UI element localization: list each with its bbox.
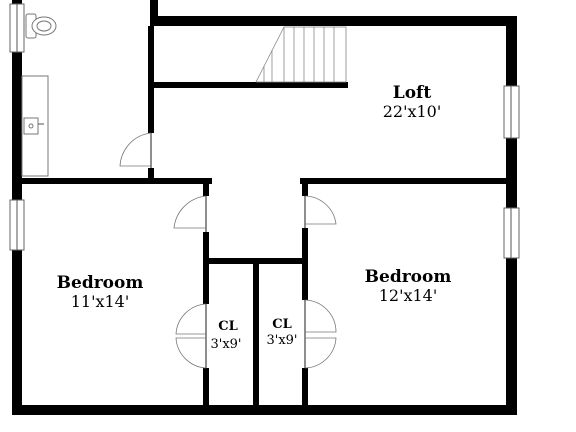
toilet-icon — [25, 13, 57, 39]
middle-wall-right — [300, 178, 506, 184]
bedroom-left-name: Bedroom — [57, 273, 144, 293]
doors — [119, 132, 337, 369]
door-bath[interactable] — [119, 132, 152, 168]
bedroom-left-size: 11'x14' — [71, 292, 130, 311]
door-closet-left[interactable] — [175, 303, 207, 369]
window-bath-left — [9, 3, 25, 53]
loft-name: Loft — [393, 83, 432, 103]
bedroom-left-wall-top — [203, 184, 209, 196]
closet-right-size: 3'x9' — [266, 333, 297, 348]
loft-left-wall-upper — [148, 26, 154, 133]
interior-walls — [22, 26, 506, 408]
stair-wall — [154, 82, 348, 88]
closet-left-size: 3'x9' — [210, 337, 241, 352]
closet-divider-wall — [253, 258, 259, 408]
middle-wall-left — [22, 178, 212, 184]
bedroom-right-size: 12'x14' — [379, 286, 438, 305]
staircase — [255, 26, 347, 83]
bedroom-right-name: Bedroom — [365, 267, 452, 287]
bathroom-fixtures — [21, 13, 57, 177]
top-exterior-wall — [150, 16, 517, 26]
bedroom-right-wall-bottom — [302, 368, 308, 408]
loft-size: 22'x10' — [383, 102, 442, 121]
door-closet-right[interactable] — [304, 299, 337, 369]
window-bedroom-right — [503, 207, 520, 259]
bedroom-left-wall-bottom — [203, 368, 209, 408]
window-bedroom-left — [9, 199, 25, 251]
closet-left-name: CL — [218, 319, 238, 334]
window-loft-right — [503, 85, 520, 139]
bedroom-right-wall-top — [302, 184, 308, 196]
exterior-walls — [12, 0, 517, 415]
door-bedroom-right[interactable] — [304, 195, 337, 228]
loft-left-wall-lower — [148, 168, 154, 182]
closet-right-name: CL — [272, 317, 292, 332]
bottom-exterior-wall — [12, 405, 517, 415]
windows — [9, 3, 520, 259]
vanity-icon — [21, 75, 49, 177]
bedroom-left-wall-mid — [203, 232, 209, 304]
top-wall-stub — [150, 0, 158, 20]
door-bedroom-left[interactable] — [173, 195, 207, 232]
room-labels: Loft 22'x10' Bedroom 11'x14' Bedroom 12'… — [57, 83, 452, 352]
